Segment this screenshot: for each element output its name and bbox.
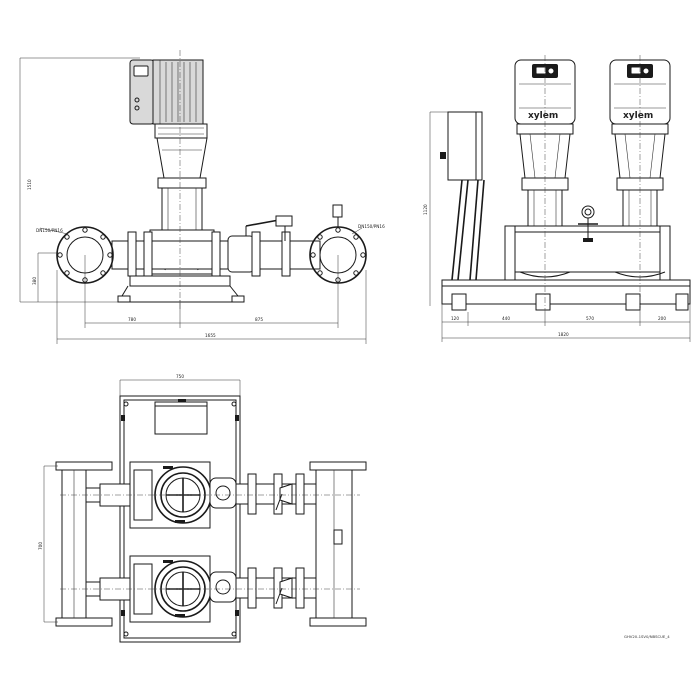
- top-pump-spacing-dim: 700: [38, 542, 43, 550]
- pump-1-brand: xylem: [528, 111, 558, 121]
- outlet-flange-label: DN150/PN16: [358, 224, 385, 229]
- front-left-span-dim: 780: [128, 317, 136, 322]
- pressure-gauge: [581, 205, 595, 219]
- pump-2-brand: xylem: [623, 111, 653, 121]
- front-axis-height-dim: 380: [32, 277, 37, 285]
- front-height-dim: 1510: [27, 179, 32, 190]
- front-total-width-dim: 1655: [205, 333, 216, 338]
- drawing-code: GHV20-1SV0/NBSCUE_4: [624, 634, 670, 639]
- front-view: 1510 380 780 875 1655: [19, 50, 385, 344]
- top-frame-width-dim: 750: [176, 374, 184, 379]
- side-height-dim: 1120: [423, 204, 428, 215]
- control-cabinet: [447, 111, 483, 181]
- side-dim-b: 440: [502, 316, 510, 321]
- front-right-span-dim: 875: [255, 317, 263, 322]
- inlet-flange: [56, 226, 114, 284]
- top-view: 750 700: [38, 374, 367, 643]
- side-view: 1120 xylem xylem: [423, 55, 691, 342]
- side-dim-c: 570: [586, 316, 594, 321]
- side-dim-a: 120: [451, 316, 459, 321]
- side-dim-d: 200: [658, 316, 666, 321]
- top-control-cabinet: [154, 401, 208, 435]
- inlet-flange-label: DN150/PN16: [36, 228, 63, 233]
- side-total-width-dim: 1820: [558, 332, 569, 337]
- side-base-frame: [441, 279, 691, 305]
